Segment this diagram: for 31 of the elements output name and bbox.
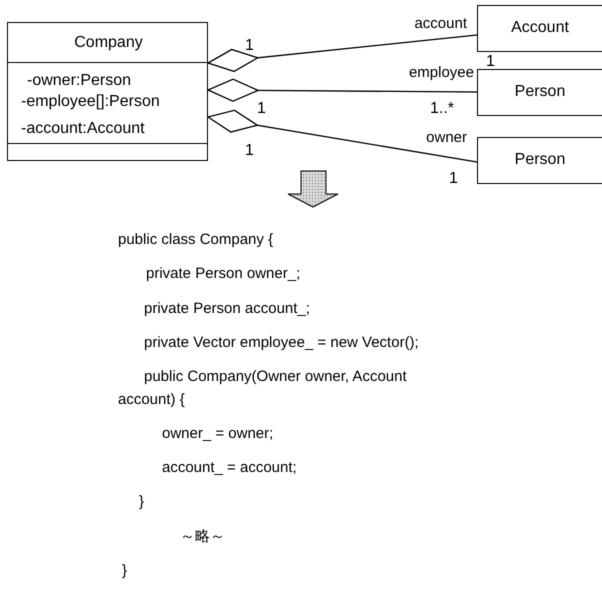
multiplicity: 1 <box>486 53 495 71</box>
code-line: public Company(Owner owner, Account account) { <box>118 367 408 410</box>
omission-mark: ～略～ <box>180 527 225 547</box>
multiplicity: 1..* <box>430 100 454 118</box>
attribute-text: -employee[]:Person <box>21 93 160 111</box>
multiplicity: 1 <box>449 170 458 188</box>
class-name: Person <box>514 83 566 101</box>
class-box <box>477 137 602 184</box>
class-name: Company <box>73 34 144 52</box>
multiplicity: 1 <box>245 142 254 160</box>
attribute-text: -account:Account <box>21 120 145 138</box>
code-line: } <box>139 492 144 512</box>
class-name: Person <box>514 151 566 169</box>
code-line: } <box>122 561 128 581</box>
attribute-text: -owner:Person <box>27 72 132 90</box>
class-box <box>7 22 208 161</box>
code-line: public class Company { <box>118 230 274 250</box>
code-line: owner_ = owner; <box>162 424 274 444</box>
multiplicity: 1 <box>245 37 254 55</box>
aggregation-line <box>206 34 478 72</box>
class-name: Account <box>510 19 570 37</box>
class-box <box>477 5 602 52</box>
multiplicity: 1 <box>257 100 266 118</box>
code-line: private Person owner_; <box>146 264 300 284</box>
code-line: private Vector employee_ = new Vector(); <box>144 333 419 353</box>
code-line: account_ = account; <box>162 458 297 478</box>
code-line: private Person account_; <box>144 299 310 319</box>
aggregation-line <box>206 78 477 102</box>
aggregation-line <box>206 110 478 163</box>
class-box <box>477 69 602 116</box>
role-name: employee <box>408 65 475 81</box>
